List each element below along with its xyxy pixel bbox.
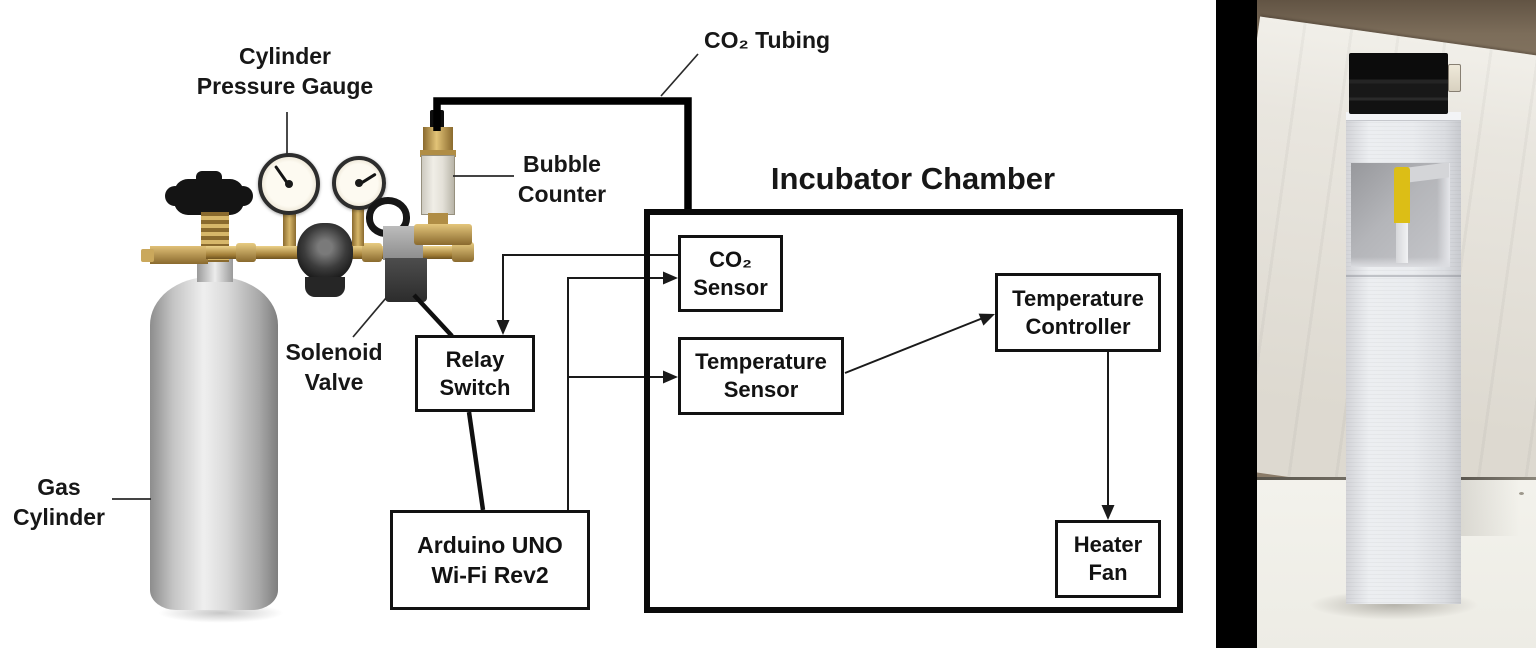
connector-lines	[112, 53, 1115, 520]
gauge-right-stem	[352, 206, 364, 246]
solenoid-valve-body	[385, 258, 427, 302]
arrow-temp-sensor	[663, 370, 678, 384]
arrow-heater-fan	[1101, 505, 1115, 520]
label-cylinder-pressure-gauge-line1: Cylinder	[238, 43, 332, 69]
arduino-label-line1: Arduino UNO	[417, 532, 563, 558]
relay-switch-box: Relay Switch	[415, 335, 535, 412]
incubator-chamber-outline	[644, 209, 1183, 613]
black-sensor-module	[1349, 53, 1448, 114]
chamber-title: Incubator Chamber	[770, 161, 1056, 196]
temperature-controller-box: Temperature Controller	[995, 273, 1161, 352]
co2-sensor-relay-line	[502, 254, 678, 321]
table-speck	[1519, 492, 1524, 495]
tower-top-lip	[1346, 112, 1461, 121]
co2-sensor-label-line1: CO₂	[709, 246, 752, 272]
arrow-relay-switch	[496, 320, 510, 335]
temperature-sensor-box: Temperature Sensor	[678, 337, 844, 415]
arrow-temp-controller	[978, 313, 995, 326]
label-solenoid-valve: Solenoid Valve	[272, 337, 396, 397]
relay-arduino-wire	[466, 411, 486, 511]
bubble-counter-glass	[421, 155, 455, 215]
valve-left-cap	[141, 249, 154, 262]
relay-switch-label-line2: Switch	[439, 374, 511, 400]
regulator-base	[305, 277, 345, 297]
system-diagram: CO₂ Sensor Temperature Sensor Temperatur…	[0, 0, 1216, 648]
temperature-sensor-label-line2: Sensor	[723, 377, 799, 402]
regulator-knob	[297, 223, 353, 281]
label-cylinder-pressure-gauge-line2: Pressure Gauge	[196, 73, 374, 99]
label-co2-tubing: CO₂ Tubing	[704, 27, 831, 53]
label-gas-cylinder-line2: Cylinder	[12, 504, 106, 530]
label-solenoid-valve-line2: Valve	[304, 369, 364, 395]
cylinder-pressure-gauge-dial	[258, 153, 320, 215]
solenoid-relay-wire	[412, 293, 454, 338]
valve-knob	[165, 179, 253, 215]
gauge-left-stem	[283, 212, 296, 246]
co2-sensor-label-line2: Sensor	[693, 274, 768, 300]
sensor-probe-yellow	[1394, 167, 1410, 223]
label-bubble-counter-line2: Counter	[517, 181, 607, 207]
label-cylinder-pressure-gauge: Cylinder Pressure Gauge	[155, 41, 415, 101]
co2-tubing-line	[433, 97, 692, 212]
label-gas-cylinder: Gas Cylinder	[2, 472, 116, 532]
gas-cylinder-image	[150, 277, 278, 610]
pointer-solenoid-valve	[352, 297, 387, 338]
bubble-counter-cap	[423, 127, 453, 154]
pipe-nut-2	[362, 243, 382, 262]
sensor-probe-shaft	[1396, 223, 1408, 263]
label-bubble-counter: Bubble Counter	[500, 149, 624, 209]
temperature-controller-label-line1: Temperature	[1012, 285, 1144, 311]
label-solenoid-valve-line1: Solenoid	[285, 339, 383, 365]
bubble-counter-elbow	[414, 224, 472, 245]
bubble-counter-ring	[420, 150, 456, 157]
arrow-co2-sensor	[663, 271, 678, 285]
relay-switch-label-line1: Relay	[445, 346, 505, 372]
label-gas-cylinder-line1: Gas	[37, 474, 81, 500]
pointer-co2-tubing	[660, 53, 699, 97]
arduino-label-line2: Wi-Fi Rev2	[431, 562, 549, 588]
co2-sensor-box: CO₂ Sensor	[678, 235, 783, 312]
temperature-sensor-label-line1: Temperature	[695, 349, 827, 374]
heater-fan-label-line1: Heater	[1073, 532, 1143, 557]
arduino-box: Arduino UNO Wi-Fi Rev2	[390, 510, 590, 610]
valve-left-fitting	[150, 246, 208, 264]
arduino-co2-sensor-line	[567, 277, 664, 510]
sensor-tower-photo	[1257, 0, 1536, 648]
cast-shadow	[1453, 480, 1536, 536]
temp-sensor-controller-line	[844, 317, 984, 374]
temperature-controller-label-line2: Controller	[1025, 313, 1131, 339]
outlet-pressure-gauge-dial	[332, 156, 386, 210]
heater-fan-box: Heater Fan	[1055, 520, 1161, 598]
pipe-nut-1	[236, 243, 256, 262]
heater-fan-label-line2: Fan	[1088, 560, 1128, 585]
pipe-nut-3	[452, 242, 474, 262]
tower-seam-line	[1346, 275, 1461, 277]
module-connector	[1448, 64, 1461, 92]
divider-bar	[1216, 0, 1257, 648]
bubble-counter-bottom	[428, 213, 448, 226]
label-bubble-counter-line1: Bubble	[523, 151, 601, 177]
